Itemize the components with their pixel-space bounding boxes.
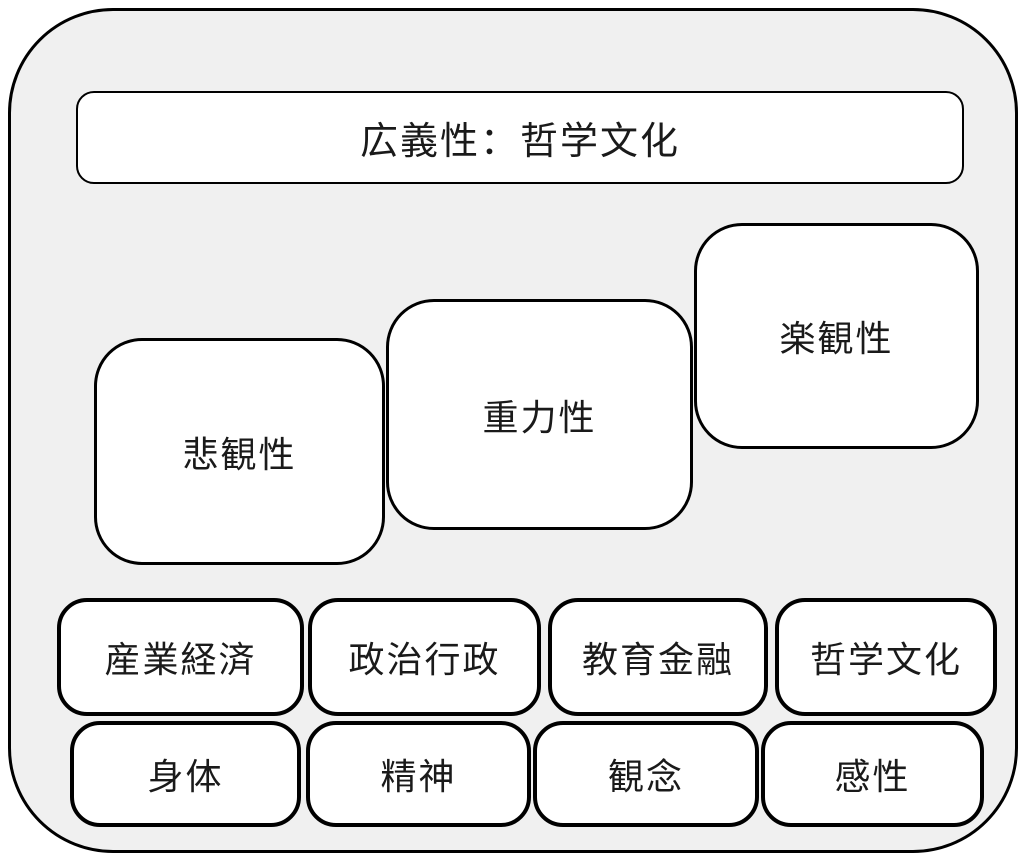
aspect-label-mind: 精神 <box>380 757 457 797</box>
aspect-box-idea: 観念 <box>533 721 759 827</box>
category-label-politics-administration: 政治行政 <box>348 640 501 680</box>
aspect-label-body: 身体 <box>147 757 224 797</box>
node-gravity: 重力性 <box>386 299 693 530</box>
node-pessimism: 悲観性 <box>94 338 385 565</box>
category-label-industry-economy: 産業経済 <box>104 640 257 680</box>
node-pessimism-label: 悲観性 <box>182 434 297 475</box>
node-optimism: 楽観性 <box>694 223 979 449</box>
outer-container: 広義性：哲学文化 悲観性 重力性 楽観性 産業経済 政治行政 教育金融 哲学文化… <box>8 8 1018 853</box>
category-box-politics-administration: 政治行政 <box>308 598 541 716</box>
node-gravity-label: 重力性 <box>482 397 597 438</box>
category-box-education-finance: 教育金融 <box>548 598 768 716</box>
category-box-philosophy-culture: 哲学文化 <box>775 598 997 716</box>
aspect-label-sensibility: 感性 <box>834 757 911 797</box>
aspect-box-sensibility: 感性 <box>761 721 984 827</box>
aspect-label-idea: 観念 <box>607 757 684 797</box>
category-box-industry-economy: 産業経済 <box>57 598 304 716</box>
header-box: 広義性：哲学文化 <box>76 91 964 184</box>
node-optimism-label: 楽観性 <box>779 319 894 359</box>
category-label-philosophy-culture: 哲学文化 <box>809 640 962 680</box>
header-label: 広義性：哲学文化 <box>359 121 680 163</box>
category-label-education-finance: 教育金融 <box>581 640 734 680</box>
aspect-box-mind: 精神 <box>306 721 531 827</box>
aspect-box-body: 身体 <box>70 721 301 827</box>
